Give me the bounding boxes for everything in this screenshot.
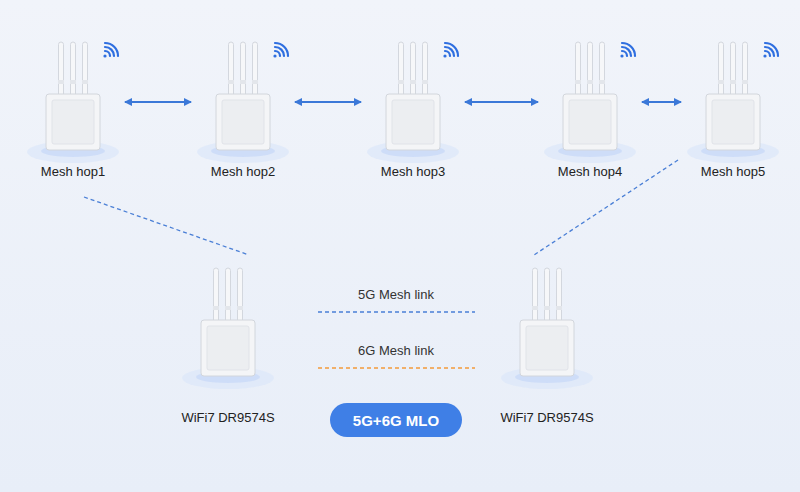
mesh-link-arrow: [295, 101, 361, 103]
mesh-router: WiFi7 DR9574S: [495, 268, 599, 428]
mesh-router: Mesh hop1: [23, 42, 123, 182]
badge-text: 5G+6G MLO: [353, 412, 439, 429]
router-illustration: [363, 42, 463, 167]
antenna-joint: [82, 80, 88, 84]
legend-text: 5G Mesh link: [358, 287, 434, 302]
antenna-joint: [575, 80, 581, 84]
antenna-joint: [398, 80, 404, 84]
router-illustration: [193, 42, 293, 167]
router-body: [520, 320, 574, 376]
antenna-joint: [237, 306, 243, 310]
router-panel: [222, 100, 264, 144]
device-label: Mesh hop2: [193, 164, 293, 179]
antenna-joint: [422, 80, 428, 84]
antenna: [71, 42, 76, 98]
antenna: [226, 268, 231, 324]
legend-line-6g: [318, 367, 475, 369]
mesh-router: Mesh hop5: [683, 42, 783, 182]
wifi-icon: [443, 43, 458, 58]
antenna: [238, 268, 243, 324]
router-panel: [207, 326, 249, 370]
antenna: [214, 268, 219, 324]
router-body: [706, 94, 760, 150]
antenna-joint: [718, 80, 724, 84]
antenna-joint: [225, 306, 231, 310]
antenna-joint: [410, 80, 416, 84]
antenna-joint: [742, 80, 748, 84]
router-illustration: [540, 42, 640, 167]
router-panel: [392, 100, 434, 144]
mesh-link-arrow: [465, 101, 538, 103]
antenna: [719, 42, 724, 98]
antenna: [576, 42, 581, 98]
mesh-router: Mesh hop3: [363, 42, 463, 182]
antenna-joint: [252, 80, 258, 84]
antenna: [588, 42, 593, 98]
router-illustration: [176, 268, 280, 393]
mesh-link-arrow: [642, 101, 681, 103]
router-panel: [712, 100, 754, 144]
antenna: [557, 268, 562, 324]
antenna-joint: [70, 80, 76, 84]
antenna: [545, 268, 550, 324]
legend-text: 6G Mesh link: [358, 343, 434, 358]
router-body: [46, 94, 100, 150]
antenna: [731, 42, 736, 98]
router-body: [201, 320, 255, 376]
mesh-link-dashed: [534, 160, 678, 255]
wifi-icon: [103, 43, 118, 58]
antenna: [229, 42, 234, 98]
antenna: [59, 42, 64, 98]
antenna: [600, 42, 605, 98]
mesh-router: WiFi7 DR9574S: [176, 268, 280, 428]
legend-line-5g: [318, 311, 475, 313]
mesh-link-dashed: [84, 197, 249, 255]
antenna-joint: [730, 80, 736, 84]
wifi-icon: [763, 43, 778, 58]
antenna: [253, 42, 258, 98]
antenna-joint: [240, 80, 246, 84]
device-label: Mesh hop1: [23, 164, 123, 179]
antenna: [533, 268, 538, 324]
router-panel: [52, 100, 94, 144]
router-body: [563, 94, 617, 150]
antenna: [423, 42, 428, 98]
device-label: Mesh hop3: [363, 164, 463, 179]
antenna-joint: [544, 306, 550, 310]
router-body: [386, 94, 440, 150]
device-label: WiFi7 DR9574S: [176, 410, 280, 425]
antenna-joint: [228, 80, 234, 84]
antenna-joint: [532, 306, 538, 310]
mesh-link-arrow: [125, 101, 191, 103]
mesh-router: Mesh hop2: [193, 42, 293, 182]
wifi-icon: [273, 43, 288, 58]
device-label: WiFi7 DR9574S: [495, 410, 599, 425]
antenna-joint: [556, 306, 562, 310]
router-illustration: [495, 268, 599, 393]
antenna: [83, 42, 88, 98]
device-label: Mesh hop4: [540, 164, 640, 179]
antenna: [743, 42, 748, 98]
antenna-joint: [58, 80, 64, 84]
mlo-badge: 5G+6G MLO: [330, 403, 462, 437]
router-illustration: [23, 42, 123, 167]
mesh-router: Mesh hop4: [540, 42, 640, 182]
antenna: [241, 42, 246, 98]
router-panel: [569, 100, 611, 144]
antenna-joint: [213, 306, 219, 310]
router-panel: [526, 326, 568, 370]
antenna-joint: [587, 80, 593, 84]
antenna: [399, 42, 404, 98]
wifi-icon: [620, 43, 635, 58]
router-illustration: [683, 42, 783, 167]
antenna-joint: [599, 80, 605, 84]
device-label: Mesh hop5: [683, 164, 783, 179]
antenna: [411, 42, 416, 98]
router-body: [216, 94, 270, 150]
